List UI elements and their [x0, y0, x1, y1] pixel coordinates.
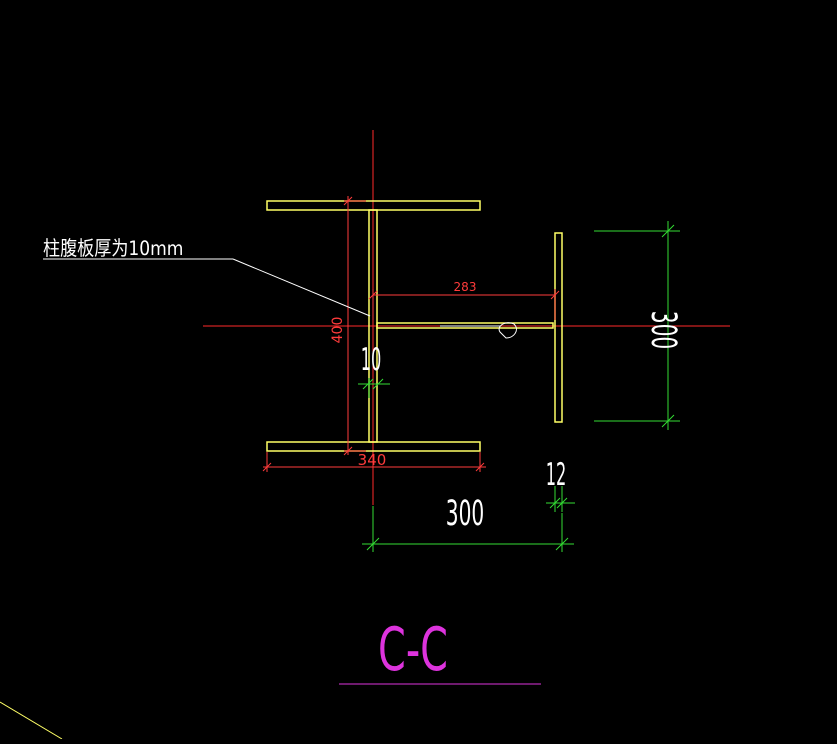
- dimension-340-label: 340: [358, 451, 387, 469]
- dimension-300-vertical-label: 300: [644, 311, 684, 349]
- section-title: C-C: [378, 615, 448, 684]
- corner-line: [0, 701, 63, 740]
- dimension-10-label: 10: [361, 342, 382, 379]
- beam-section: [376, 232, 563, 423]
- dimension-283-label: 283: [454, 280, 477, 294]
- weld-symbol: [440, 322, 517, 339]
- dimension-10: [358, 378, 390, 398]
- dimension-400: [343, 196, 366, 456]
- column-bottom-flange: [266, 441, 481, 452]
- dimension-300-horizontal-label: 300: [446, 493, 484, 533]
- dimension-300-horizontal: [362, 506, 574, 552]
- weld-mark-icon: [498, 322, 517, 339]
- note-leader: [43, 258, 371, 317]
- beam-web-plate: [376, 322, 554, 329]
- dimension-340: [262, 452, 486, 472]
- dimension-12: [546, 486, 575, 512]
- dimension-300-vertical: [594, 221, 680, 430]
- beam-end-plate: [554, 232, 563, 423]
- dimension-283: [368, 289, 560, 320]
- web-thickness-note: 柱腹板厚为10mm: [43, 238, 183, 261]
- dimension-400-label: 400: [330, 317, 346, 344]
- dimension-12-label: 12: [546, 457, 567, 494]
